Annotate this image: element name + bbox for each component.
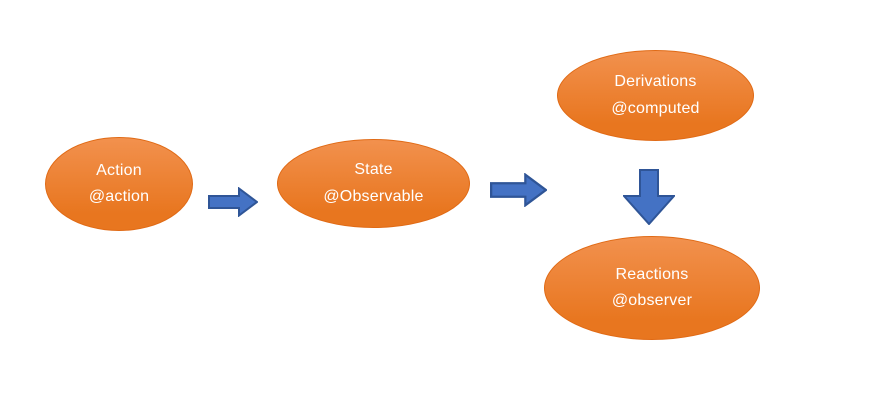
arrow-state-to-reactions-icon	[490, 173, 547, 207]
node-reactions: Reactions @observer	[544, 236, 760, 340]
node-derivations-subtitle: @computed	[611, 99, 700, 117]
node-state: State @Observable	[277, 139, 470, 228]
node-state-subtitle: @Observable	[323, 187, 424, 205]
node-state-title: State	[354, 161, 393, 179]
node-reactions-subtitle: @observer	[611, 292, 693, 309]
arrow-derivations-to-reactions-icon	[623, 169, 675, 225]
node-derivations: Derivations @computed	[557, 50, 754, 141]
node-reactions-title: Reactions	[615, 265, 689, 283]
node-action-subtitle: @action	[88, 188, 150, 205]
arrow-action-to-state-icon	[208, 187, 258, 217]
node-derivations-title: Derivations	[614, 73, 697, 91]
node-action: Action @action	[45, 137, 193, 231]
node-action-title: Action	[96, 161, 142, 179]
